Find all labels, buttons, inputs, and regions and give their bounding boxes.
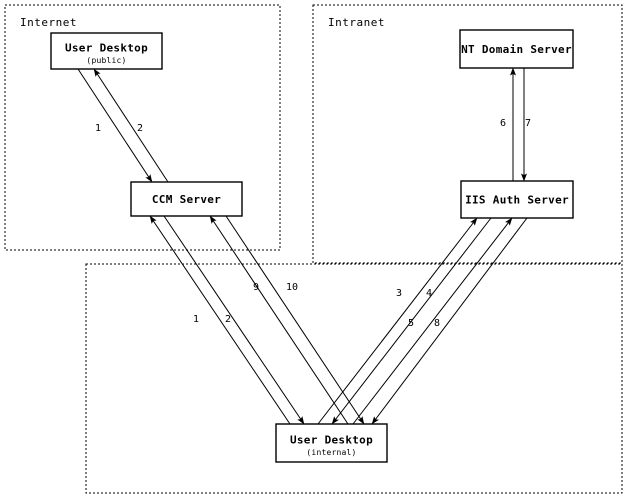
zone-internet-border <box>4 4 281 251</box>
edge-10-label: 10 <box>286 282 298 293</box>
zone-intranet: Intranet <box>312 4 623 264</box>
edge-7-label: 7 <box>525 118 531 129</box>
zone-internet-label: Internet <box>20 16 77 29</box>
edge-9 <box>209 215 349 425</box>
node-user-desktop-public-box[interactable] <box>50 32 163 70</box>
node-iis-auth-server[interactable]: IIS Auth Server <box>460 180 574 219</box>
edge-5-label: 5 <box>408 318 414 329</box>
edge-1-public <box>77 68 153 183</box>
edge-4 <box>331 217 492 425</box>
node-nt-domain-server[interactable]: NT Domain Server <box>459 29 574 69</box>
node-user-desktop-internal-title: User Desktop <box>290 434 373 447</box>
node-user-desktop-public[interactable]: User Desktop(public) <box>50 32 163 70</box>
zone-internet: Internet <box>4 4 281 251</box>
flow-edge-labels: 1 2 1 2 9 10 3 4 5 8 6 7 <box>95 118 531 329</box>
zone-intranet-label: Intranet <box>328 16 385 29</box>
edge-4-label: 4 <box>426 288 432 299</box>
node-ccm-server[interactable]: CCM Server <box>130 181 243 217</box>
node-user-desktop-internal-box[interactable] <box>275 423 388 463</box>
edge-3 <box>317 217 478 425</box>
edge-1-internal-label: 1 <box>193 314 199 325</box>
edge-5 <box>352 217 513 425</box>
edge-8 <box>371 217 528 425</box>
zone-lan-border <box>85 263 623 494</box>
node-iis-auth-server-box[interactable] <box>460 180 574 219</box>
edge-8-label: 8 <box>434 318 440 329</box>
edge-1-internal <box>149 215 291 425</box>
edge-2-internal <box>163 215 305 425</box>
node-user-desktop-public-subtitle: (public) <box>86 56 126 65</box>
edge-9-label: 9 <box>253 282 259 293</box>
node-user-desktop-public-title: User Desktop <box>65 42 148 55</box>
node-ccm-server-box[interactable] <box>130 181 243 217</box>
node-ccm-server-title: CCM Server <box>152 193 221 206</box>
node-iis-auth-server-title: IIS Auth Server <box>465 194 569 207</box>
zone-intranet-border <box>312 4 623 264</box>
node-nt-domain-server-box[interactable] <box>459 29 574 69</box>
flow-edges <box>77 67 528 425</box>
edge-1-public-label: 1 <box>95 123 101 134</box>
node-user-desktop-internal-subtitle: (internal) <box>306 448 356 457</box>
edge-2-public <box>93 68 169 183</box>
edge-2-internal-label: 2 <box>225 314 231 325</box>
node-user-desktop-internal[interactable]: User Desktop(internal) <box>275 423 388 463</box>
edge-2-public-label: 2 <box>137 123 143 134</box>
node-nt-domain-server-title: NT Domain Server <box>461 43 572 56</box>
zone-boundaries: Internet Intranet <box>4 4 623 494</box>
edge-3-label: 3 <box>396 288 402 299</box>
zone-lan <box>85 263 623 494</box>
edge-6-label: 6 <box>500 118 506 129</box>
edge-10 <box>225 215 365 425</box>
